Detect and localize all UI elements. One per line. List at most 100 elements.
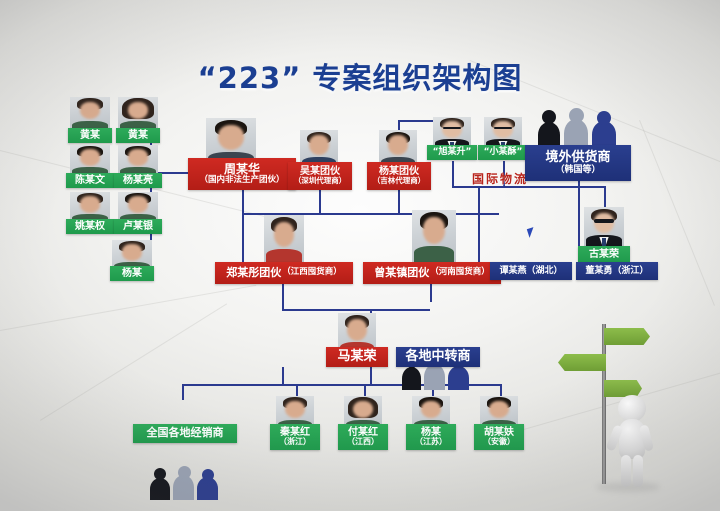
left-label-6[interactable]: 杨某 bbox=[110, 266, 154, 281]
region-1-label[interactable]: 董某勇（浙江） bbox=[576, 262, 658, 280]
connector-nick1-down bbox=[452, 161, 454, 187]
nickname-0-photo[interactable] bbox=[433, 117, 471, 149]
connector-stockist2-down bbox=[430, 284, 432, 302]
connector-left-to-producer bbox=[150, 172, 188, 174]
photo-thumbnail bbox=[433, 117, 471, 149]
overseas-supplier-card[interactable]: 境外供货商 （韩国等） bbox=[525, 145, 631, 181]
connector-agent2-down bbox=[398, 190, 400, 214]
nickname-1-label[interactable]: “小某酥” bbox=[478, 145, 528, 160]
figure-shadow bbox=[596, 482, 660, 492]
connector-stockist1-down bbox=[282, 284, 284, 310]
left-person-3[interactable] bbox=[118, 145, 158, 177]
connector bbox=[398, 120, 436, 122]
connector bbox=[432, 384, 434, 398]
agent-1-card[interactable]: 杨某团伙 （吉林代理商） bbox=[367, 162, 431, 190]
left-label-3[interactable]: 杨某亮 bbox=[114, 173, 162, 188]
right-person-label[interactable]: 古某荣 bbox=[578, 246, 630, 263]
left-person-2[interactable] bbox=[70, 145, 110, 177]
stockist-1-card[interactable]: 曾某镇团伙 （河南囤货商） bbox=[363, 262, 501, 284]
stockist-0-name: 郑某彤团伙 bbox=[226, 265, 282, 279]
agent-0-role: （深圳代理商） bbox=[293, 176, 347, 186]
ma-card[interactable]: 马某荣 bbox=[326, 347, 388, 367]
connector-agent1-down bbox=[319, 190, 321, 214]
connector bbox=[364, 384, 366, 398]
left-person-1[interactable] bbox=[118, 97, 158, 131]
agent-0-card[interactable]: 吴某团伙 （深圳代理商） bbox=[288, 162, 352, 190]
agent-0-name: 吴某团伙 bbox=[300, 166, 340, 178]
international-logistics-label: 国际物流 bbox=[472, 172, 529, 186]
connector bbox=[182, 384, 184, 400]
bottom-name-4: 胡某妋 bbox=[484, 426, 514, 438]
bottom-role-4: （安徽） bbox=[483, 437, 515, 447]
stockist-0-card[interactable]: 郑某彤团伙 （江西囤货商） bbox=[215, 262, 353, 284]
left-label-5[interactable]: 卢某银 bbox=[114, 219, 162, 234]
stockist-0-role: （江西囤货商） bbox=[282, 267, 342, 278]
photo-thumbnail bbox=[264, 215, 304, 263]
bottom-card-1[interactable]: 秦某红 （浙江） bbox=[270, 424, 320, 450]
connector-bottom-bus bbox=[182, 384, 482, 386]
bottom-card-2[interactable]: 付某红 （江西） bbox=[338, 424, 388, 450]
connector-supplier-down bbox=[578, 181, 580, 265]
connector-transfer-down bbox=[370, 367, 372, 385]
transfer-card[interactable]: 各地中转商 bbox=[396, 347, 480, 367]
photo-thumbnail bbox=[412, 210, 456, 262]
photo-thumbnail bbox=[118, 145, 158, 177]
stockist-1-role: （河南囤货商） bbox=[430, 267, 490, 278]
photo-thumbnail bbox=[118, 192, 158, 224]
bottom-card-4[interactable]: 胡某妋 （安徽） bbox=[474, 424, 524, 450]
agent-1-role: （吉林代理商） bbox=[372, 176, 426, 186]
photo-thumbnail bbox=[484, 117, 522, 149]
left-label-0[interactable]: 黄某 bbox=[68, 128, 112, 143]
nickname-0-label[interactable]: “旭某升” bbox=[427, 145, 477, 160]
stockist-1-photo[interactable] bbox=[412, 210, 456, 262]
region-0-label[interactable]: 谭某燕（湖北） bbox=[490, 262, 572, 280]
signpost-icon bbox=[558, 318, 650, 488]
producer-role: （国内非法生产团伙） bbox=[199, 174, 285, 185]
photo-thumbnail bbox=[70, 97, 110, 131]
distributor-silhouette bbox=[148, 466, 222, 500]
overseas-supplier-silhouette bbox=[534, 108, 622, 148]
left-person-0[interactable] bbox=[70, 97, 110, 131]
producer-name: 周某华 bbox=[223, 161, 260, 176]
connector bbox=[578, 186, 605, 188]
connector bbox=[282, 309, 430, 311]
bottom-name-3: 杨某 bbox=[421, 426, 441, 438]
bottom-role-2: （江西） bbox=[347, 437, 379, 447]
bottom-card-3[interactable]: 杨某 （江苏） bbox=[406, 424, 456, 450]
agent-1-name: 杨某团伙 bbox=[379, 166, 419, 178]
connector bbox=[500, 384, 502, 398]
bottom-role-1: （浙江） bbox=[279, 437, 311, 447]
left-label-2[interactable]: 陈某文 bbox=[66, 173, 114, 188]
connector-supplier-left bbox=[499, 186, 579, 188]
connector bbox=[296, 384, 298, 398]
connector-producer-down bbox=[242, 190, 244, 214]
stockist-1-name: 曾某镇团伙 bbox=[374, 265, 430, 279]
producer-card[interactable]: 周某华 （国内非法生产团伙） bbox=[188, 158, 296, 190]
bottom-role-3: （江苏） bbox=[415, 437, 447, 447]
connector-gu-down bbox=[604, 186, 606, 216]
overseas-supplier-name: 境外供货商 bbox=[545, 149, 611, 165]
stockist-0-photo[interactable] bbox=[264, 215, 304, 263]
photo-thumbnail bbox=[584, 207, 624, 247]
photo-thumbnail bbox=[70, 145, 110, 177]
left-label-4[interactable]: 姚某权 bbox=[66, 219, 114, 234]
connector bbox=[242, 213, 244, 263]
connector-nick2-down bbox=[503, 161, 505, 187]
overseas-supplier-role: （韩国等） bbox=[555, 165, 601, 176]
connector-logistics-down bbox=[478, 186, 480, 262]
right-person-photo[interactable] bbox=[584, 207, 624, 247]
bottom-label-0[interactable]: 全国各地经销商 bbox=[133, 424, 237, 443]
bottom-name-2: 付某红 bbox=[348, 426, 378, 438]
left-person-5[interactable] bbox=[118, 192, 158, 224]
connector-agents-bus bbox=[319, 213, 499, 215]
left-label-1[interactable]: 黄某 bbox=[116, 128, 160, 143]
connector-ma-down bbox=[282, 367, 284, 385]
nickname-1-photo[interactable] bbox=[484, 117, 522, 149]
connector bbox=[242, 213, 352, 215]
page-title: “223” 专案组织架构图 bbox=[197, 61, 523, 95]
photo-thumbnail bbox=[118, 97, 158, 131]
bottom-name-1: 秦某红 bbox=[280, 426, 310, 438]
bg-facet-line bbox=[40, 303, 228, 421]
person-figure-icon bbox=[605, 395, 658, 487]
